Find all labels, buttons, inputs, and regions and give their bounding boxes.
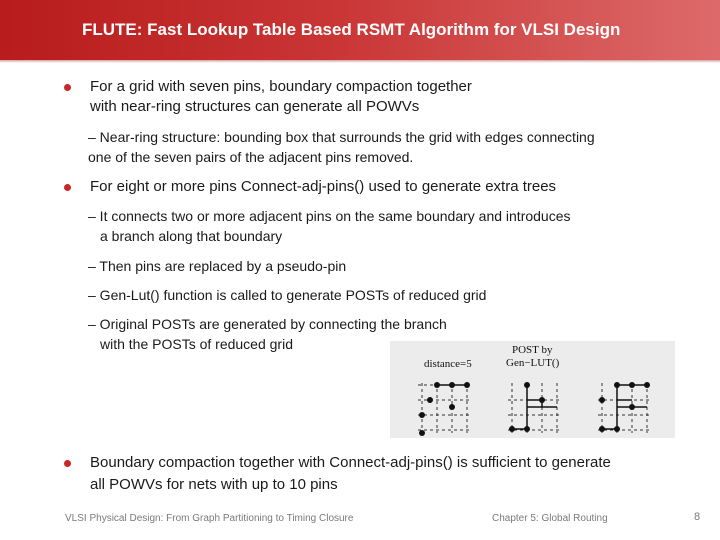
post-label-line-1: POST by [512, 344, 553, 356]
subbullet-1-text: – Near-ring structure: bounding box that… [88, 127, 595, 167]
title-bar-shadow [0, 60, 720, 63]
subbullet-2-line-1: – It connects two or more adjacent pins … [88, 208, 571, 224]
title-bar [0, 0, 720, 60]
subbullet-5-text: – Original POSTs are generated by connec… [88, 314, 447, 354]
subbullet-1-line-2: one of the seven pairs of the adjacent p… [88, 149, 414, 165]
grid-3-post-tree [602, 384, 647, 430]
bullet-3-line-1: Boundary compaction together with Connec… [90, 454, 611, 471]
bullet-1-line-1: For a grid with seven pins, boundary com… [90, 78, 472, 95]
bullet-1-line-2: with near-ring structures can generate a… [90, 98, 420, 115]
bullet-3-text: Boundary compaction together with Connec… [90, 453, 611, 495]
grid-3-result [598, 382, 651, 433]
bullet-marker [64, 84, 71, 91]
grid-2-pins [509, 382, 545, 432]
subbullet-5-line-2: with the POSTs of reduced grid [100, 336, 293, 352]
subbullet-2-line-2: a branch along that boundary [100, 228, 283, 244]
subbullet-1-line-1: – Near-ring structure: bounding box that… [88, 129, 595, 145]
bullet-3-line-2: all POWVs for nets with up to 10 pins [90, 476, 338, 493]
distance-label: distance=5 [424, 358, 472, 370]
grid-3-pins [599, 382, 650, 432]
subbullet-4-text: – Gen-Lut() function is called to genera… [88, 287, 487, 303]
slide-title: FLUTE: Fast Lookup Table Based RSMT Algo… [82, 20, 621, 39]
grid-2-post-tree [512, 385, 557, 430]
footer-page-number: 8 [694, 511, 701, 523]
grid-2-reduced [508, 382, 561, 433]
bullet-2-text: For eight or more pins Connect-adj-pins(… [90, 178, 557, 195]
connect-adj-pins-figure: distance=5 POST by Gen−LUT() [390, 341, 675, 438]
grid-1-original [418, 382, 471, 436]
bullet-marker [64, 460, 71, 467]
grid-2-dotted-lines [508, 383, 561, 433]
figure-drawing: distance=5 POST by Gen−LUT() [418, 344, 651, 436]
post-label-line-2: Gen−LUT() [506, 357, 560, 369]
grid-3-dotted-lines [598, 383, 651, 433]
footer-book-title: VLSI Physical Design: From Graph Partiti… [65, 513, 354, 524]
subbullet-2-text: – It connects two or more adjacent pins … [88, 206, 571, 246]
subbullet-3-text: – Then pins are replaced by a pseudo-pin [88, 258, 347, 274]
bullet-marker [64, 184, 71, 191]
grid-1-dotted-lines [418, 383, 471, 433]
subbullet-5-line-1: – Original POSTs are generated by connec… [88, 316, 447, 332]
bullet-1-text: For a grid with seven pins, boundary com… [90, 77, 472, 117]
footer-chapter: Chapter 5: Global Routing [492, 513, 608, 524]
grid-1-pins [419, 382, 470, 436]
